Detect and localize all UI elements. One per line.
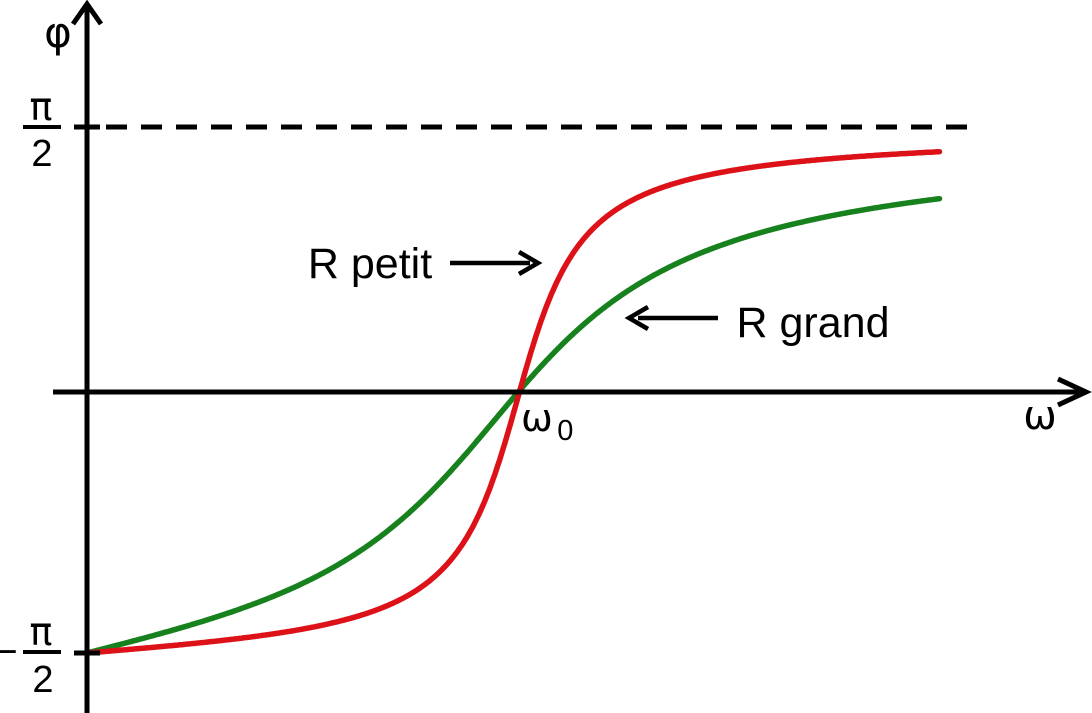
- upper-tick-label: π 2: [23, 85, 61, 175]
- lower-tick-label: − π 2: [0, 610, 61, 701]
- upper-tick-denominator: 2: [31, 133, 52, 175]
- annotation-r-petit: R petit: [308, 240, 432, 288]
- annotation-r-grand: R grand: [737, 299, 890, 347]
- curve-r-grand: [84, 195, 943, 656]
- y-axis-arrowhead-icon: [70, 0, 104, 26]
- upper-tick-numerator: π: [30, 85, 53, 129]
- x-axis-label: ω: [1023, 393, 1057, 439]
- lower-tick-minus-sign: −: [0, 630, 18, 674]
- r-grand-arrow-icon: [624, 305, 718, 331]
- x-axis-arrowhead-icon: [1056, 376, 1092, 408]
- lower-tick-denominator: 2: [32, 659, 53, 701]
- lower-tick-numerator: π: [30, 610, 53, 654]
- resonance-frequency-label: ω 0: [521, 396, 573, 447]
- curve-r-petit: [84, 148, 943, 656]
- y-axis-label: φ: [44, 8, 72, 57]
- r-petit-arrow-icon: [450, 250, 543, 276]
